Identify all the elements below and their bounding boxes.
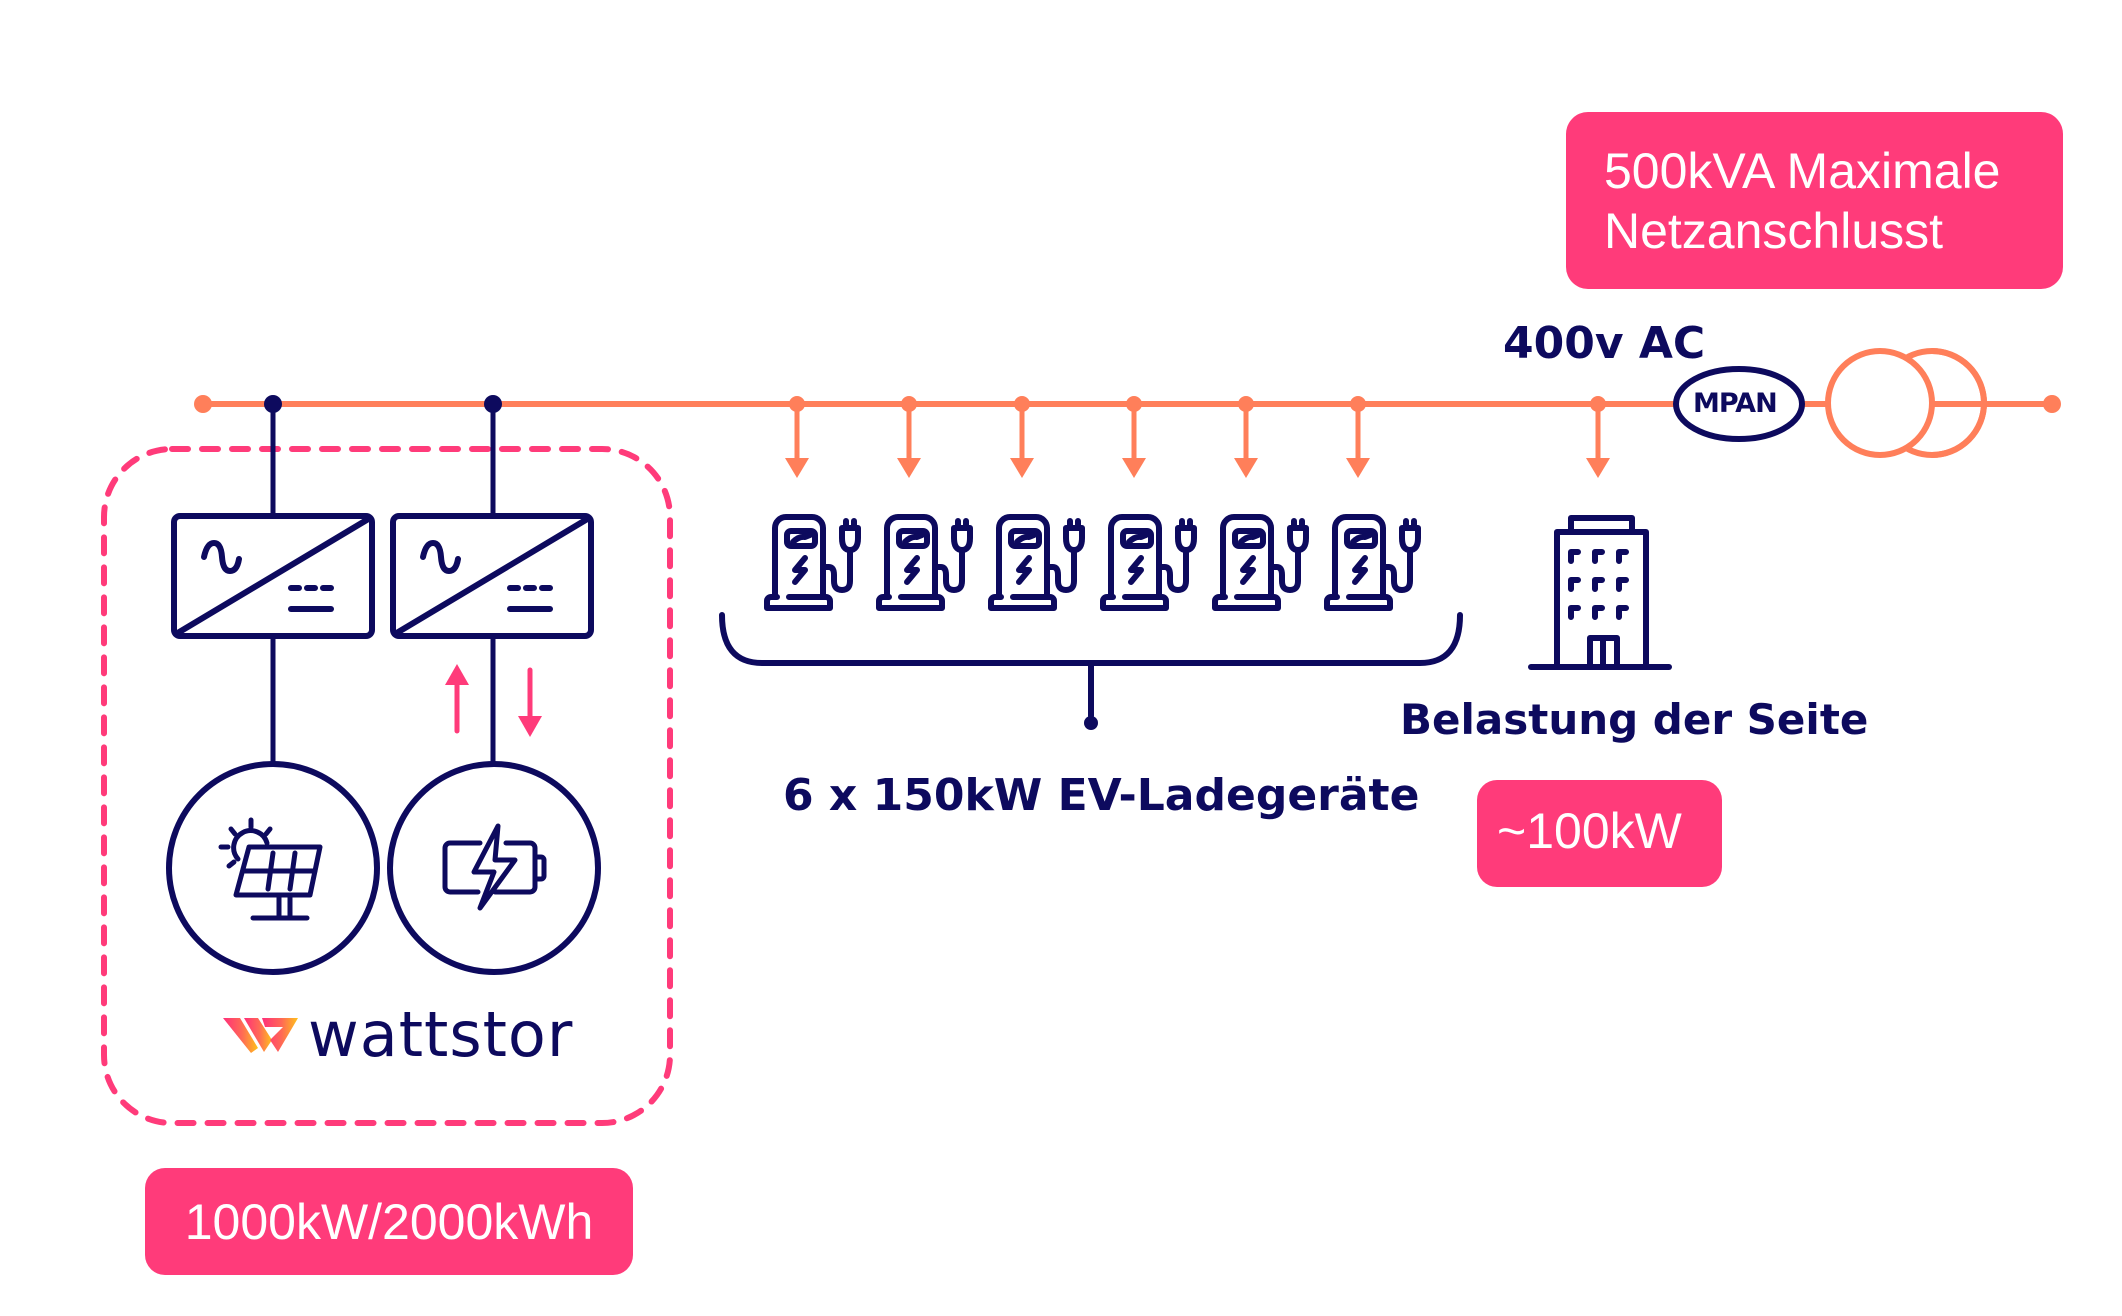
mpan-label: MPAN (1693, 388, 1778, 419)
storage-system-boundary (101, 446, 673, 1126)
grid-capacity-badge: 500kVA Maximale Netzanschlusst (1566, 112, 2063, 289)
storage-rating-badge: 1000kW/2000kWh (145, 1168, 633, 1275)
solar-branch (264, 395, 282, 764)
feeder-arrow (1122, 396, 1146, 478)
discharge-arrow-down-icon (518, 667, 542, 737)
ev-chargers-label: 6 x 150kW EV-Ladegeräte (783, 770, 1420, 821)
ev-charger-icon (1327, 517, 1418, 608)
site-load-badge: ~100kW (1477, 780, 1722, 887)
solar-panel-icon (218, 817, 323, 921)
wattstor-logo-icon (223, 1018, 298, 1053)
ev-charger-bracket (719, 612, 1463, 730)
feeder-arrow (1346, 396, 1370, 478)
ev-chargers (767, 517, 1418, 608)
wattstor-brand-text: wattstor (308, 998, 574, 1071)
ev-charger-icon (879, 517, 970, 608)
ac-dc-inverter-icon (171, 513, 375, 639)
ev-charger-icon (991, 517, 1082, 608)
feeder-arrow (1010, 396, 1034, 478)
feeder-arrow (897, 396, 921, 478)
ev-charger-icon (1103, 517, 1194, 608)
battery-charging-icon (442, 823, 547, 911)
charge-arrow-up-icon (445, 664, 469, 734)
ac-dc-inverter-icon (390, 513, 594, 639)
battery-branch (484, 395, 502, 764)
grid-capacity-line1: 500kVA Maximale (1604, 143, 2001, 199)
feeder-arrow (785, 396, 809, 478)
bus-end-dot-right (2043, 395, 2061, 413)
battery-source-circle (387, 761, 601, 975)
building-icon (1528, 515, 1672, 670)
ev-charger-feeders (785, 396, 1610, 478)
solar-source-circle (166, 761, 380, 975)
feeder-arrow (1234, 396, 1258, 478)
site-load-label: Belastung der Seite (1400, 695, 1869, 744)
site-load-feeder-arrow (1586, 396, 1610, 478)
mpan-meter (1673, 366, 1805, 442)
voltage-label: 400v AC (1503, 318, 1706, 369)
ev-charger-icon (1215, 517, 1306, 608)
site-load-value: ~100kW (1497, 803, 1682, 859)
grid-capacity-line2: Netzanschlusst (1604, 203, 1944, 259)
storage-rating-value: 1000kW/2000kWh (184, 1194, 594, 1250)
ev-charger-icon (767, 517, 858, 608)
transformer-icon (1825, 348, 1987, 458)
bus-end-dot-left (194, 395, 212, 413)
